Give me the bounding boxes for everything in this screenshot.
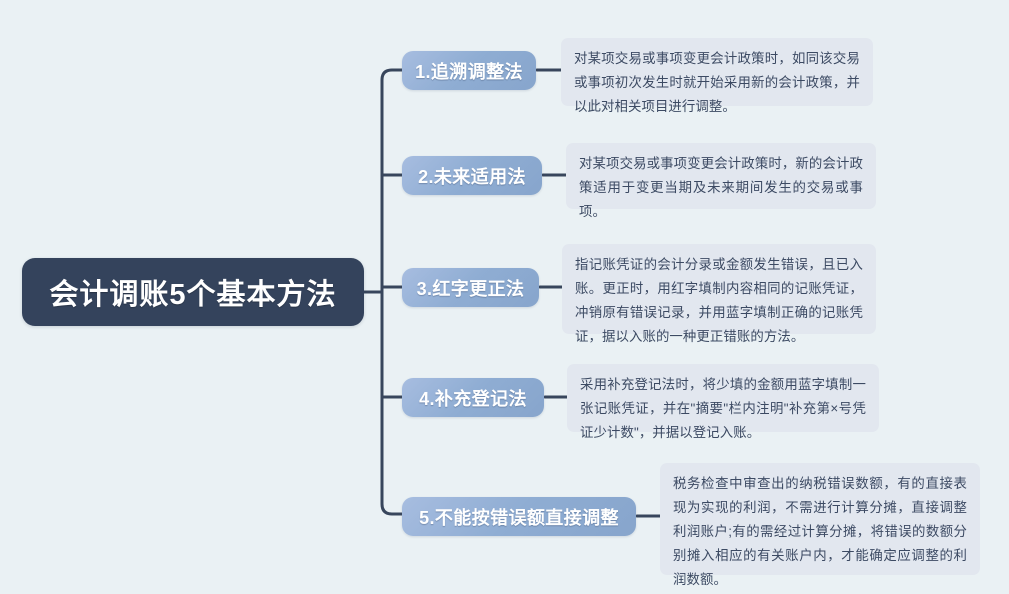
description-text-5: 税务检查中审查出的纳税错误数额，有的直接表现为实现的利润，不需进行计算分摊，直接… xyxy=(673,476,967,587)
branch-node-3[interactable]: 3.红字更正法 xyxy=(402,268,539,307)
description-box-3: 指记账凭证的会计分录或金额发生错误，且已入账。更正时，用红字填制内容相同的记账凭… xyxy=(562,244,876,344)
branch-node-2-label: 2.未来适用法 xyxy=(418,166,526,187)
branch-node-3-label: 3.红字更正法 xyxy=(416,278,525,299)
description-text-3: 指记账凭证的会计分录或金额发生错误，且已入账。更正时，用红字填制内容相同的记账凭… xyxy=(575,257,863,344)
root-node[interactable]: 会计调账5个基本方法 xyxy=(22,258,364,326)
branch-node-5-label: 5.不能按错误额直接调整 xyxy=(419,507,619,528)
description-box-4: 采用补充登记法时，将少填的金额用蓝字填制一张记账凭证，并在"摘要"栏内注明"补充… xyxy=(567,364,879,440)
description-text-4: 采用补充登记法时，将少填的金额用蓝字填制一张记账凭证，并在"摘要"栏内注明"补充… xyxy=(580,377,866,440)
branch-node-1-label: 1.追溯调整法 xyxy=(415,61,523,82)
description-box-2: 对某项交易或事项变更会计政策时，新的会计政策适用于变更当期及未来期间发生的交易或… xyxy=(566,143,876,219)
description-text-1: 对某项交易或事项变更会计政策时，如同该交易或事项初次发生时就开始采用新的会计政策… xyxy=(574,51,860,114)
description-text-2: 对某项交易或事项变更会计政策时，新的会计政策适用于变更当期及未来期间发生的交易或… xyxy=(579,156,863,219)
branch-node-2[interactable]: 2.未来适用法 xyxy=(402,156,542,195)
branch-node-5[interactable]: 5.不能按错误额直接调整 xyxy=(402,497,636,536)
description-box-5: 税务检查中审查出的纳税错误数额，有的直接表现为实现的利润，不需进行计算分摊，直接… xyxy=(660,463,980,587)
branch-node-1[interactable]: 1.追溯调整法 xyxy=(402,51,536,90)
description-box-1: 对某项交易或事项变更会计政策时，如同该交易或事项初次发生时就开始采用新的会计政策… xyxy=(561,38,873,114)
branch-node-4[interactable]: 4.补充登记法 xyxy=(402,378,544,417)
branch-node-4-label: 4.补充登记法 xyxy=(419,388,527,409)
root-node-label: 会计调账5个基本方法 xyxy=(49,279,337,311)
